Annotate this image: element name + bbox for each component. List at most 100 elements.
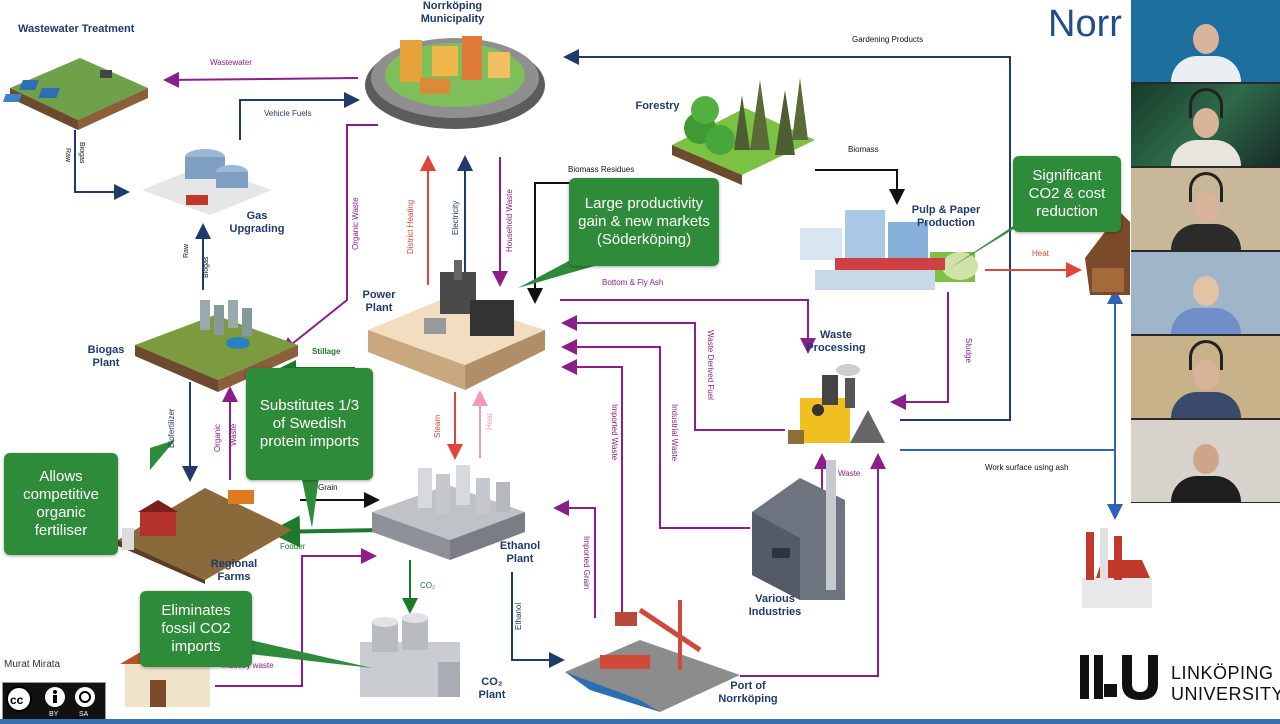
label-biogas-1: Biogas — [78, 142, 85, 164]
cc-license-icon: cc BY SA — [6, 686, 95, 718]
participant-tile-1[interactable] — [1131, 0, 1280, 82]
arrow-industry-waste — [215, 548, 377, 687]
headset-icon — [1188, 88, 1223, 118]
arrow-imported-waste — [561, 359, 623, 612]
cc-license-badge: cc BY SA — [2, 682, 106, 720]
label-ethanol: Ethanol — [514, 603, 523, 630]
node-wastewater-treatment: Wastewater Treatment — [18, 23, 135, 35]
participant-avatar-4 — [1170, 276, 1241, 334]
svg-text:cc: cc — [10, 693, 24, 707]
node-ethanol-plant: Ethanol Plant — [499, 540, 541, 565]
headset-icon — [1188, 340, 1223, 370]
label-household-waste: Household Waste — [505, 189, 514, 252]
node-regional-farms: Regional Farms — [210, 558, 258, 583]
label-biomass-residues: Biomass Residues — [568, 165, 634, 174]
arrow-biomass — [815, 169, 905, 205]
label-biomass: Biomass — [848, 145, 879, 154]
waste-processing-illustration — [788, 364, 885, 444]
headset-icon — [1188, 172, 1223, 202]
node-waste-processing: Waste Processing — [806, 329, 866, 354]
arrow-industrial-waste — [561, 339, 750, 529]
arrow-ethanol — [511, 572, 565, 668]
node-forestry: Forestry — [635, 100, 680, 112]
liu-logo-icon — [1080, 655, 1158, 700]
co2-plant-illustration — [360, 613, 460, 697]
callout-productivity: Large productivity gain & new markets (S… — [569, 178, 719, 266]
arrow-port-waste — [740, 453, 886, 677]
arrow-gardening-products — [563, 49, 1011, 421]
callout-fossil: Eliminates fossil CO2 imports — [140, 591, 252, 667]
label-district-heating: District Heating — [406, 200, 415, 254]
arrow-bottom-fly-ash — [560, 299, 816, 354]
arrow-sludge — [890, 292, 949, 410]
participant-tile-5[interactable] — [1131, 336, 1280, 418]
license-by: BY — [49, 711, 59, 718]
label-heat-right: Heat — [1032, 249, 1050, 258]
arrow-fodder — [268, 515, 386, 548]
participant-tile-2[interactable] — [1131, 84, 1280, 166]
node-port: Port of Norrköping — [718, 680, 778, 705]
participant-tile-4[interactable] — [1131, 252, 1280, 334]
label-waste: Waste — [838, 469, 861, 478]
participant-avatar-6 — [1170, 444, 1241, 502]
label-sludge: Sludge — [964, 338, 973, 363]
label-co2: CO₂ — [420, 581, 435, 590]
slide-title: Norr — [1048, 3, 1122, 45]
ethanol-plant-illustration — [372, 465, 525, 560]
node-pulp-paper: Pulp & Paper Production — [911, 204, 981, 229]
label-raw-2: Raw — [183, 243, 190, 258]
tail-fossil — [250, 640, 372, 668]
callout-co2-cost: Significant CO2 & cost reduction — [1013, 156, 1121, 232]
label-organic-waste: Organic Waste — [351, 197, 360, 250]
label-industrial-waste: Industrial Waste — [670, 404, 679, 462]
flow-arrows — [74, 49, 1123, 687]
node-power-plant: Power Plant — [362, 289, 396, 314]
label-raw-1: Raw — [64, 148, 71, 163]
tail-protein — [300, 470, 320, 528]
arrow-raw-biogas-1 — [74, 130, 130, 200]
node-biogas-plant: Biogas Plant — [87, 344, 125, 369]
label-stillage: Stillage — [312, 347, 341, 356]
label-electricity: Electricity — [451, 201, 460, 235]
label-waste-vertical: Waste — [229, 423, 238, 446]
liu-wordmark-line1: LINKÖPING — [1171, 663, 1274, 683]
participant-avatar-2 — [1170, 108, 1241, 166]
label-waste-derived-fuel: Waste Derived Fuel — [706, 330, 715, 400]
participant-avatar-5 — [1170, 360, 1241, 418]
gas-upgrading-illustration — [142, 149, 272, 215]
tail-co2-cost — [950, 215, 1030, 268]
callout-protein: Substitutes 1/3 of Swedish protein impor… — [246, 368, 373, 480]
label-imported-waste: Imported Waste — [610, 404, 619, 461]
participant-tile-6[interactable] — [1131, 420, 1280, 502]
participant-avatar-1 — [1170, 24, 1241, 82]
participants-sidebar — [1131, 0, 1280, 503]
label-vehicle-fuels: Vehicle Fuels — [264, 109, 312, 118]
author-credit: Murat Mirata — [4, 659, 61, 670]
label-steam: Steam — [433, 415, 442, 438]
callout-fertiliser: Allows competitive organic fertiliser — [4, 453, 118, 555]
label-bottom-fly-ash: Bottom & Fly Ash — [602, 278, 663, 287]
power-plant-illustration — [368, 260, 545, 390]
participant-avatar-3 — [1170, 192, 1241, 250]
label-work-surface: Work surface using ash — [985, 463, 1068, 472]
label-biogas-2: Biogas — [203, 256, 210, 278]
arrow-imported-grain — [553, 500, 596, 618]
label-heat-mid: Heat — [485, 412, 494, 430]
label-imported-grain: Imported Grain — [582, 536, 591, 589]
callout-tails — [150, 215, 1030, 668]
sawmill-illustration — [1085, 212, 1130, 295]
right-factory-illustration — [1082, 528, 1152, 608]
participant-tile-3[interactable] — [1131, 168, 1280, 250]
label-grain: Grain — [318, 483, 338, 492]
node-gas-upgrading: Gas Upgrading — [229, 210, 285, 235]
liu-wordmark: LINKÖPING UNIVERSITY — [1171, 663, 1280, 705]
node-co2-plant: CO₂ Plant — [478, 676, 506, 701]
wastewater-treatment-illustration — [2, 58, 148, 130]
label-organic: Organic — [213, 424, 222, 452]
arrow-wastewater — [163, 71, 359, 88]
pulp-paper-illustration — [800, 210, 978, 290]
slide-bottom-bar — [0, 719, 1280, 724]
arrow-waste-derived-fuel — [561, 315, 785, 431]
license-sa: SA — [79, 711, 89, 718]
